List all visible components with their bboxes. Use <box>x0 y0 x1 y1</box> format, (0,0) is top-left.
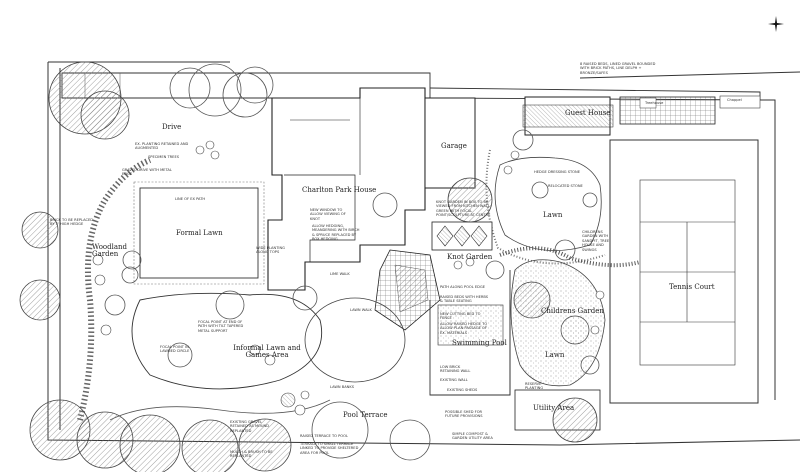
south-lawn-label: Lawn <box>545 351 565 359</box>
sandpit <box>560 315 590 345</box>
woodland-path <box>77 157 152 421</box>
pool-zone <box>429 270 511 396</box>
informal-lawn-edge <box>131 292 323 390</box>
chappel-box <box>719 95 761 109</box>
note-raised-beds-pool: RAISED BEDS WITH HERBS & TABLE SEATING <box>440 295 489 304</box>
note-knot: KNOT GARDEN IN BOX TO BE VIEWED FROM KIT… <box>436 200 491 218</box>
note-compost: SIMPLE COMPOST & GARDEN UTILITY AREA <box>452 432 493 441</box>
main-house <box>267 87 426 291</box>
shrub-clusters <box>92 140 605 416</box>
formal-lawn-hedge <box>133 181 265 285</box>
note-lawn-banks: LAWN BANKS <box>330 385 354 389</box>
note-existing-wall: EXISTING WALL <box>440 378 468 382</box>
formal-lawn-label: Formal Lawn <box>176 229 223 237</box>
tennis-court-drawing <box>609 139 759 404</box>
formal-lawn-area <box>139 187 259 279</box>
note-lawn-walk: LAWN WALK <box>350 308 372 312</box>
note-low-brick: LOW BRICK RETAINING WALL <box>440 365 471 374</box>
note-childrens: CHILDRENS GARDEN WITH SANDPIT, TREE HOUS… <box>582 230 610 252</box>
note-beyond: POSSIBLE SHED FOR FUTURE PROVISIONS <box>445 410 483 419</box>
site-boundary <box>47 61 800 446</box>
note-allow-hedging: ALLOW HEDGING, MEANDERING WITH BIRCH & S… <box>312 224 360 242</box>
central-terrace <box>374 249 441 331</box>
note-infil-lawn: FOCAL POINT IN LAWNED CIRCLE <box>160 345 190 354</box>
note-raised-terrace: RAISED TERRACE TO POOL <box>300 434 348 438</box>
drive-label: Drive <box>162 123 182 131</box>
note-specimen: SPECIMEN TREES <box>148 155 180 159</box>
note-new-window: NEW WINDOW TO ALLOW VIEWING OF KNOT <box>310 208 346 221</box>
lawn-circle <box>304 297 406 383</box>
note-focal-point: FOCAL POINT AT END OF PATH WITH TILT TAP… <box>198 320 244 333</box>
note-pool-terrace: TERRACE TO SMALL TERRACE LINKED TO PROVI… <box>300 442 359 455</box>
note-ex-planting: EX. PLANTING RETAINED AND AUGMENTED <box>135 142 189 151</box>
utility-area-label: Utility Area <box>533 404 575 412</box>
note-new-cutting: NEW CUTTING BED TO FENCE <box>440 312 481 321</box>
guest-house <box>522 96 614 136</box>
note-gravel-edge: GRAVEL DRIVE WITH METAL EDGE <box>122 168 172 177</box>
treehouse-label: Treehouse <box>645 101 664 105</box>
note-lime-walk: LIME WALK <box>330 272 350 276</box>
serpentine-path <box>499 246 641 268</box>
pool-terrace-label: Pool Terrace <box>343 411 388 419</box>
note-hedge: HEDGE DRESSING STONE <box>534 170 580 174</box>
garage <box>424 97 476 189</box>
raised-beds-block <box>619 96 716 125</box>
note-mulch: MULCH & BRUSH TO BE REPLANTED <box>230 450 273 459</box>
note-brick-wall: BRICK TO BE REPLACED BY 3' HIGH HEDGE <box>50 218 94 227</box>
note-planting: WIDE PLANTING ALONG TOPS <box>256 246 285 255</box>
knot-garden-label: Knot Garden <box>447 253 493 261</box>
guest-house-label: Guest House <box>565 109 611 117</box>
north-arrow-icon <box>768 16 784 32</box>
tree-outline <box>104 63 600 461</box>
note-existing-sheds: EXISTING SHEDS <box>447 388 478 392</box>
note-allow-raised: ALLOW RAISED HEDGE TO ALLOW PLAN PASSAGE… <box>440 322 488 335</box>
main-house-label: Charlton Park House <box>302 186 377 194</box>
chappel-label: Chappel <box>727 98 742 102</box>
east-lawn-label: Lawn <box>543 211 563 219</box>
woodland-garden-label: Woodland Garden <box>92 243 128 258</box>
childrens-garden-label: Childrens Garden <box>541 307 604 315</box>
note-ex-path: LINE OF EX PATH <box>175 197 206 201</box>
note-reserve-plant: RESERVE PLANTING <box>525 382 544 391</box>
east-lawn-edge <box>494 156 602 251</box>
note-relocated-stone: RELOCATED STONE <box>548 184 583 188</box>
tennis-court-label: Tennis Court <box>669 283 715 291</box>
informal-lawn-label: Informal Lawn and Games Area <box>233 344 301 359</box>
childrens-garden-edge <box>510 259 606 387</box>
east-lawn-border <box>485 149 606 265</box>
tree-canopy <box>19 61 598 472</box>
note-existing-gravel: EXISTING GRAVEL RETAINED AS MOUND REPLAN… <box>230 420 269 433</box>
garage-label: Garage <box>441 142 467 150</box>
knot-garden-drawing <box>431 221 493 251</box>
swimming-pool-label: Swimming Pool <box>452 339 507 347</box>
note-pool-edge: PATH ALONG POOL EDGE <box>440 285 485 289</box>
note-raised-beds: 8 RAISED BEDS, LINED GRAVEL BOUNDED WITH… <box>580 62 656 75</box>
